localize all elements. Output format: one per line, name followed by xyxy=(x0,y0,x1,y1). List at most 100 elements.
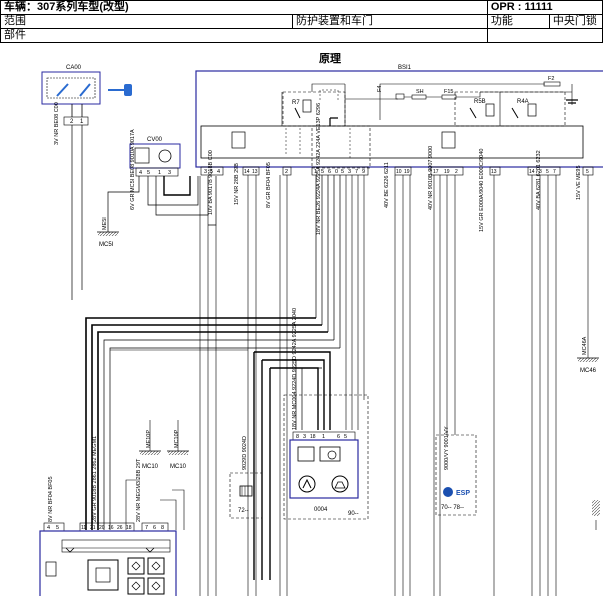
left2-pin: 20 xyxy=(99,525,105,531)
esp-label: ESP xyxy=(456,490,470,497)
ca00-component: CA00 2 1 3V NR BE08 C00 xyxy=(41,65,132,145)
cv00-pin: 5 xyxy=(147,170,150,176)
ca00-pin-1: 1 xyxy=(80,119,84,125)
f15-label: F15 xyxy=(444,89,453,95)
bsi-pin: 14 xyxy=(244,169,250,175)
mid-pin: 3 xyxy=(303,434,306,440)
parts-label: 部件 xyxy=(0,28,488,43)
left-pin: 4 xyxy=(47,525,50,531)
left3-pin: 6 xyxy=(153,525,156,531)
bsi-wire-labels: 15V NR 28B 29B xyxy=(234,163,240,205)
bsi-wire-labels: 18V NR BE26 9224A 9225A 9242A 224A VE13P… xyxy=(316,103,322,235)
mc10b-wire-label: MC10P xyxy=(174,429,180,448)
bsi-pin: 1 xyxy=(314,169,317,175)
comp-72-wire-labels: 9029D 9024D xyxy=(242,436,248,470)
lock-icon xyxy=(302,478,312,489)
bsi-wire-labels: 10V BA 9017B 9018B C00 xyxy=(208,150,214,215)
right-edge-marks xyxy=(592,500,600,530)
sh-label: SH xyxy=(416,89,424,95)
r7-label: R7 xyxy=(292,100,300,106)
mid-pin: 1 xyxy=(322,434,325,440)
left3-pin: 7 xyxy=(145,525,148,531)
cv00-pin: 1 xyxy=(158,170,161,176)
bsi-pin: 6 xyxy=(328,169,331,175)
mc10a-wire-label: ME10P xyxy=(146,430,152,448)
bsi-pin: 2 xyxy=(285,169,288,175)
bsi-label: BSI1 xyxy=(398,65,412,71)
bsi-wire-labels: 40V BA 6281 6201 6232 xyxy=(536,150,542,210)
comp-0004: 18V NR MC004 9224D 9225D 9242A 9225A 204… xyxy=(283,308,369,520)
wiring-harness xyxy=(71,125,589,596)
bsi-wire-labels: 8V GR BF04 BF05 xyxy=(266,162,272,208)
left2-pin: 18 xyxy=(126,525,132,531)
bsi-pin: 5 xyxy=(586,169,589,175)
bsi-pin: 13 xyxy=(252,169,258,175)
bsi-pin: 7 xyxy=(355,169,358,175)
bsi-pin: 10 xyxy=(396,169,402,175)
left-pin: 5 xyxy=(56,525,59,531)
comp-0004-label: 0004 xyxy=(314,507,328,513)
car-door-icon xyxy=(334,481,346,489)
comp-72-label: 72-- xyxy=(238,508,249,514)
left2-wire-labels: 28V GR 9018B 2861 2862 MEGM1 xyxy=(92,436,98,522)
left-module: 8V NR BF04 BF05 28V GR 9018B 2861 2862 M… xyxy=(39,436,177,596)
f2-label: F2 xyxy=(548,76,554,82)
bsi-pin: 9 xyxy=(362,169,365,175)
cv00-pin: 3 xyxy=(168,170,171,176)
mid-pin: 6 xyxy=(337,434,340,440)
bsi-pin: 14 xyxy=(529,169,535,175)
cv00-label: CV00 xyxy=(147,137,163,143)
key-icon xyxy=(108,84,132,96)
mc46-wire-label: MC46A xyxy=(582,336,588,355)
r4a-label: R4A xyxy=(517,99,529,105)
left2-pin: 11 xyxy=(81,525,86,531)
comp-70-78-label: 70-- 78-- xyxy=(441,505,464,511)
comp-90-label: 90-- xyxy=(348,511,359,517)
mc46-label: MC46 xyxy=(580,368,597,374)
bsi-pin: 13 xyxy=(491,169,497,175)
bsi-pin: 7 xyxy=(553,169,556,175)
left3-pin: 8 xyxy=(161,525,164,531)
mc5i-label: MC5I xyxy=(99,242,114,248)
bsi-pin: 3 xyxy=(539,169,542,175)
cv00-component: CV00 4 5 1 3 6V GR MC5I BE08 9010A 9017A xyxy=(129,129,181,210)
ca00-label: CA00 xyxy=(66,65,82,71)
ca00-wire-labels: 3V NR BE08 C00 xyxy=(54,102,60,145)
bsi-pin: 5 xyxy=(210,169,213,175)
bsi-wire-labels: 15V VE ME95 xyxy=(576,165,582,200)
parts-empty xyxy=(486,28,603,43)
esp-icon xyxy=(443,487,453,497)
mc10a-label: MC10 xyxy=(142,464,159,470)
bsi-pin: 3 xyxy=(204,169,207,175)
diagram-title: 原理 xyxy=(319,53,341,65)
bsi-pin: 5 xyxy=(321,169,324,175)
bsi-wire-labels: 40V BE 6226 6211 xyxy=(384,162,390,208)
bsi-component: BSI1 R7 F4 SH F15 F2 R5B R4A xyxy=(195,65,603,235)
left2-pin: 21 xyxy=(90,525,96,531)
left3-wire-labels: 28V NR MEGM3 28B 29T xyxy=(136,458,142,522)
mid-pin: 8 xyxy=(296,434,299,440)
bsi-pin: 4 xyxy=(217,169,220,175)
comp-72: 9029D 9024D 72-- xyxy=(229,436,263,519)
mid-pin: 18 xyxy=(310,434,316,440)
r5b-label: R5B xyxy=(474,99,486,105)
bsi-pin: 2 xyxy=(455,169,458,175)
bsi-pin: 5 xyxy=(341,169,344,175)
bsi-pin: 5 xyxy=(546,169,549,175)
mid-pin: 5 xyxy=(344,434,347,440)
bsi-pin: 19 xyxy=(404,169,410,175)
mc5i-wire-label: ME5I xyxy=(102,217,108,230)
ca00-pin-2: 2 xyxy=(70,119,74,125)
bsi-wire-labels: 40V NR 9010B 9007 9000 xyxy=(428,146,434,210)
left-wire-labels: 8V NR BF04 BF05 xyxy=(48,476,54,522)
left2-pin: 26 xyxy=(117,525,123,531)
esp-component: 9000/VY 9001/VY ESP 70-- 78-- xyxy=(435,426,477,516)
bsi-pin: 0 xyxy=(335,169,338,175)
bsi-pin: 3 xyxy=(348,169,351,175)
esp-wire-labels: 9000/VY 9001/VY xyxy=(444,426,450,470)
cv00-pin: 4 xyxy=(139,170,142,176)
left2-pin: 16 xyxy=(108,525,114,531)
bsi-wire-labels: 15V GR E000A/9040 E000C/9040 xyxy=(479,149,485,232)
header-table: 车辆：307系列车型(改型) OPR : 11111 范围 防护装置和车门 功能… xyxy=(0,0,603,43)
